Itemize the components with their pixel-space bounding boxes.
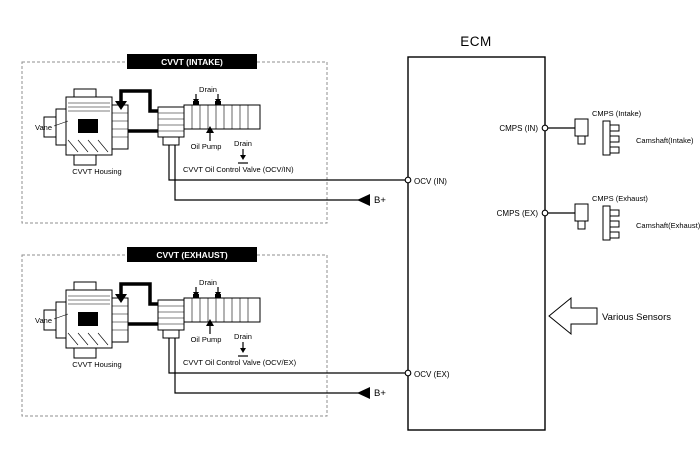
intake-oil-pump-label: Oil Pump (191, 142, 222, 151)
ocv-to-bplus-wire (174, 145, 370, 201)
exhaust-oil-pump-label: Oil Pump (191, 335, 222, 344)
exhaust-ocv-wiring (168, 338, 406, 399)
intake-ocv-wiring (168, 145, 406, 206)
intake-vane-label: Vane (35, 123, 52, 132)
cmps-intake-label: CMPS (Intake) (592, 109, 642, 118)
intake-vane-pointer (53, 120, 69, 127)
exhaust-ocv-figure (157, 294, 261, 339)
ecm-title: ECM (460, 34, 492, 49)
exhaust-section-label-box (127, 247, 257, 262)
intake-ocv-label: CVVT Oil Control Valve (OCV/IN) (183, 165, 294, 174)
b-plus-arrow-icon (357, 194, 370, 206)
drain-arrowhead-icon (240, 348, 246, 353)
ocv-port-lines (191, 105, 249, 129)
cmps-ex-terminal (541, 209, 549, 217)
intake-b-plus-label: B+ (374, 195, 386, 206)
housing-hatch (67, 139, 109, 153)
drain-arrowhead-icon (215, 99, 221, 104)
drain-arrow-lines (195, 94, 219, 99)
exhaust-oil-pump-arrow (206, 319, 214, 334)
exhaust-b-plus-label: B+ (374, 388, 386, 399)
ecm-pin-cmps-in-label: CMPS (IN) (499, 124, 538, 133)
ocv-to-bplus-wire (174, 338, 370, 394)
intake-drain-top-arrows (193, 94, 221, 104)
drain-arrowhead-icon (193, 99, 199, 104)
exhaust-vane-label: Vane (35, 316, 52, 325)
intake-drain-bottom-label: Drain (234, 139, 252, 148)
intake-drain-bottom-arrow (238, 149, 248, 164)
cmps-intake-sensor-figure (574, 118, 589, 145)
ocv-to-ecm-wire (168, 145, 406, 181)
ecm-box (407, 56, 546, 431)
drain-arrowhead-icon (215, 292, 221, 297)
ocv-coil-lines (158, 112, 184, 132)
oil-pump-arrowhead-icon (206, 319, 214, 326)
ecm-pin-cmps-ex-label: CMPS (EX) (497, 209, 539, 218)
drain-arrow-lines (195, 287, 219, 292)
various-sensors-group: Various Sensors (548, 296, 671, 336)
intake-ocv-figure (157, 101, 261, 146)
cvvt-intake-section: CVVT (INTAKE) Vane CVVT Housing Drain (21, 54, 412, 224)
ocv-body (157, 104, 261, 146)
cmps-exhaust-sensor-figure (574, 203, 589, 230)
housing-stripes (68, 295, 128, 331)
exhaust-drain-bottom-label: Drain (234, 332, 252, 341)
cmps-exhaust-group: CMPS (Exhaust) Camshaft(Exhaust) (541, 194, 700, 241)
intake-drain-top-label: Drain (199, 85, 217, 94)
housing-vane-rotor (78, 119, 98, 133)
exhaust-ocv-label: CVVT Oil Control Valve (OCV/EX) (183, 358, 297, 367)
camshaft-intake-label: Camshaft(Intake) (636, 136, 694, 145)
ocv-to-ecm-wire (168, 338, 406, 374)
ocv-body (157, 297, 261, 339)
housing-stripes (68, 102, 128, 138)
intake-section-label: CVVT (INTAKE) (161, 57, 223, 67)
intake-oil-pump-arrow (206, 126, 214, 141)
exhaust-housing-label: CVVT Housing (72, 360, 121, 369)
cmps-intake-group: CMPS (Intake) Camshaft(Intake) (541, 109, 694, 156)
various-sensors-arrow-icon (548, 296, 598, 336)
housing-hatch (67, 332, 109, 346)
intake-housing-label: CVVT Housing (72, 167, 121, 176)
oil-flow-arrow-icon (115, 294, 127, 303)
exhaust-ocv-terminal (404, 369, 412, 377)
intake-section-label-box (127, 54, 257, 69)
intake-ocv-terminal (404, 176, 412, 184)
b-plus-arrow-icon (357, 387, 370, 399)
drain-arrowhead-icon (240, 155, 246, 160)
intake-cvvt-housing-figure (43, 88, 129, 166)
ocv-coil-lines (158, 305, 184, 325)
cmps-in-terminal (541, 124, 549, 132)
exhaust-drain-top-arrows (193, 287, 221, 297)
cmps-exhaust-label: CMPS (Exhaust) (592, 194, 648, 203)
oil-pump-arrowhead-icon (206, 126, 214, 133)
ocv-port-lines (191, 298, 249, 322)
ecm-pin-ocv-in-label: OCV (IN) (414, 177, 447, 186)
drain-arrowhead-icon (193, 292, 199, 297)
cvvt-exhaust-section: CVVT (EXHAUST) Vane CVVT Housing Drain (21, 247, 412, 417)
exhaust-drain-bottom-arrow (238, 342, 248, 357)
exhaust-section-label: CVVT (EXHAUST) (156, 250, 227, 260)
ecm: ECM OCV (IN) OCV (EX) CMPS (IN) CMPS (EX… (407, 34, 546, 431)
exhaust-cvvt-housing-figure (43, 281, 129, 359)
various-sensors-label: Various Sensors (602, 312, 671, 323)
camshaft-intake-figure (602, 120, 620, 156)
camshaft-exhaust-label: Camshaft(Exhaust) (636, 221, 700, 230)
exhaust-vane-pointer (53, 313, 69, 320)
ecm-pin-ocv-ex-label: OCV (EX) (414, 370, 450, 379)
exhaust-drain-top-label: Drain (199, 278, 217, 287)
housing-vane-rotor (78, 312, 98, 326)
camshaft-exhaust-figure (602, 205, 620, 241)
oil-flow-arrow-icon (115, 101, 127, 110)
